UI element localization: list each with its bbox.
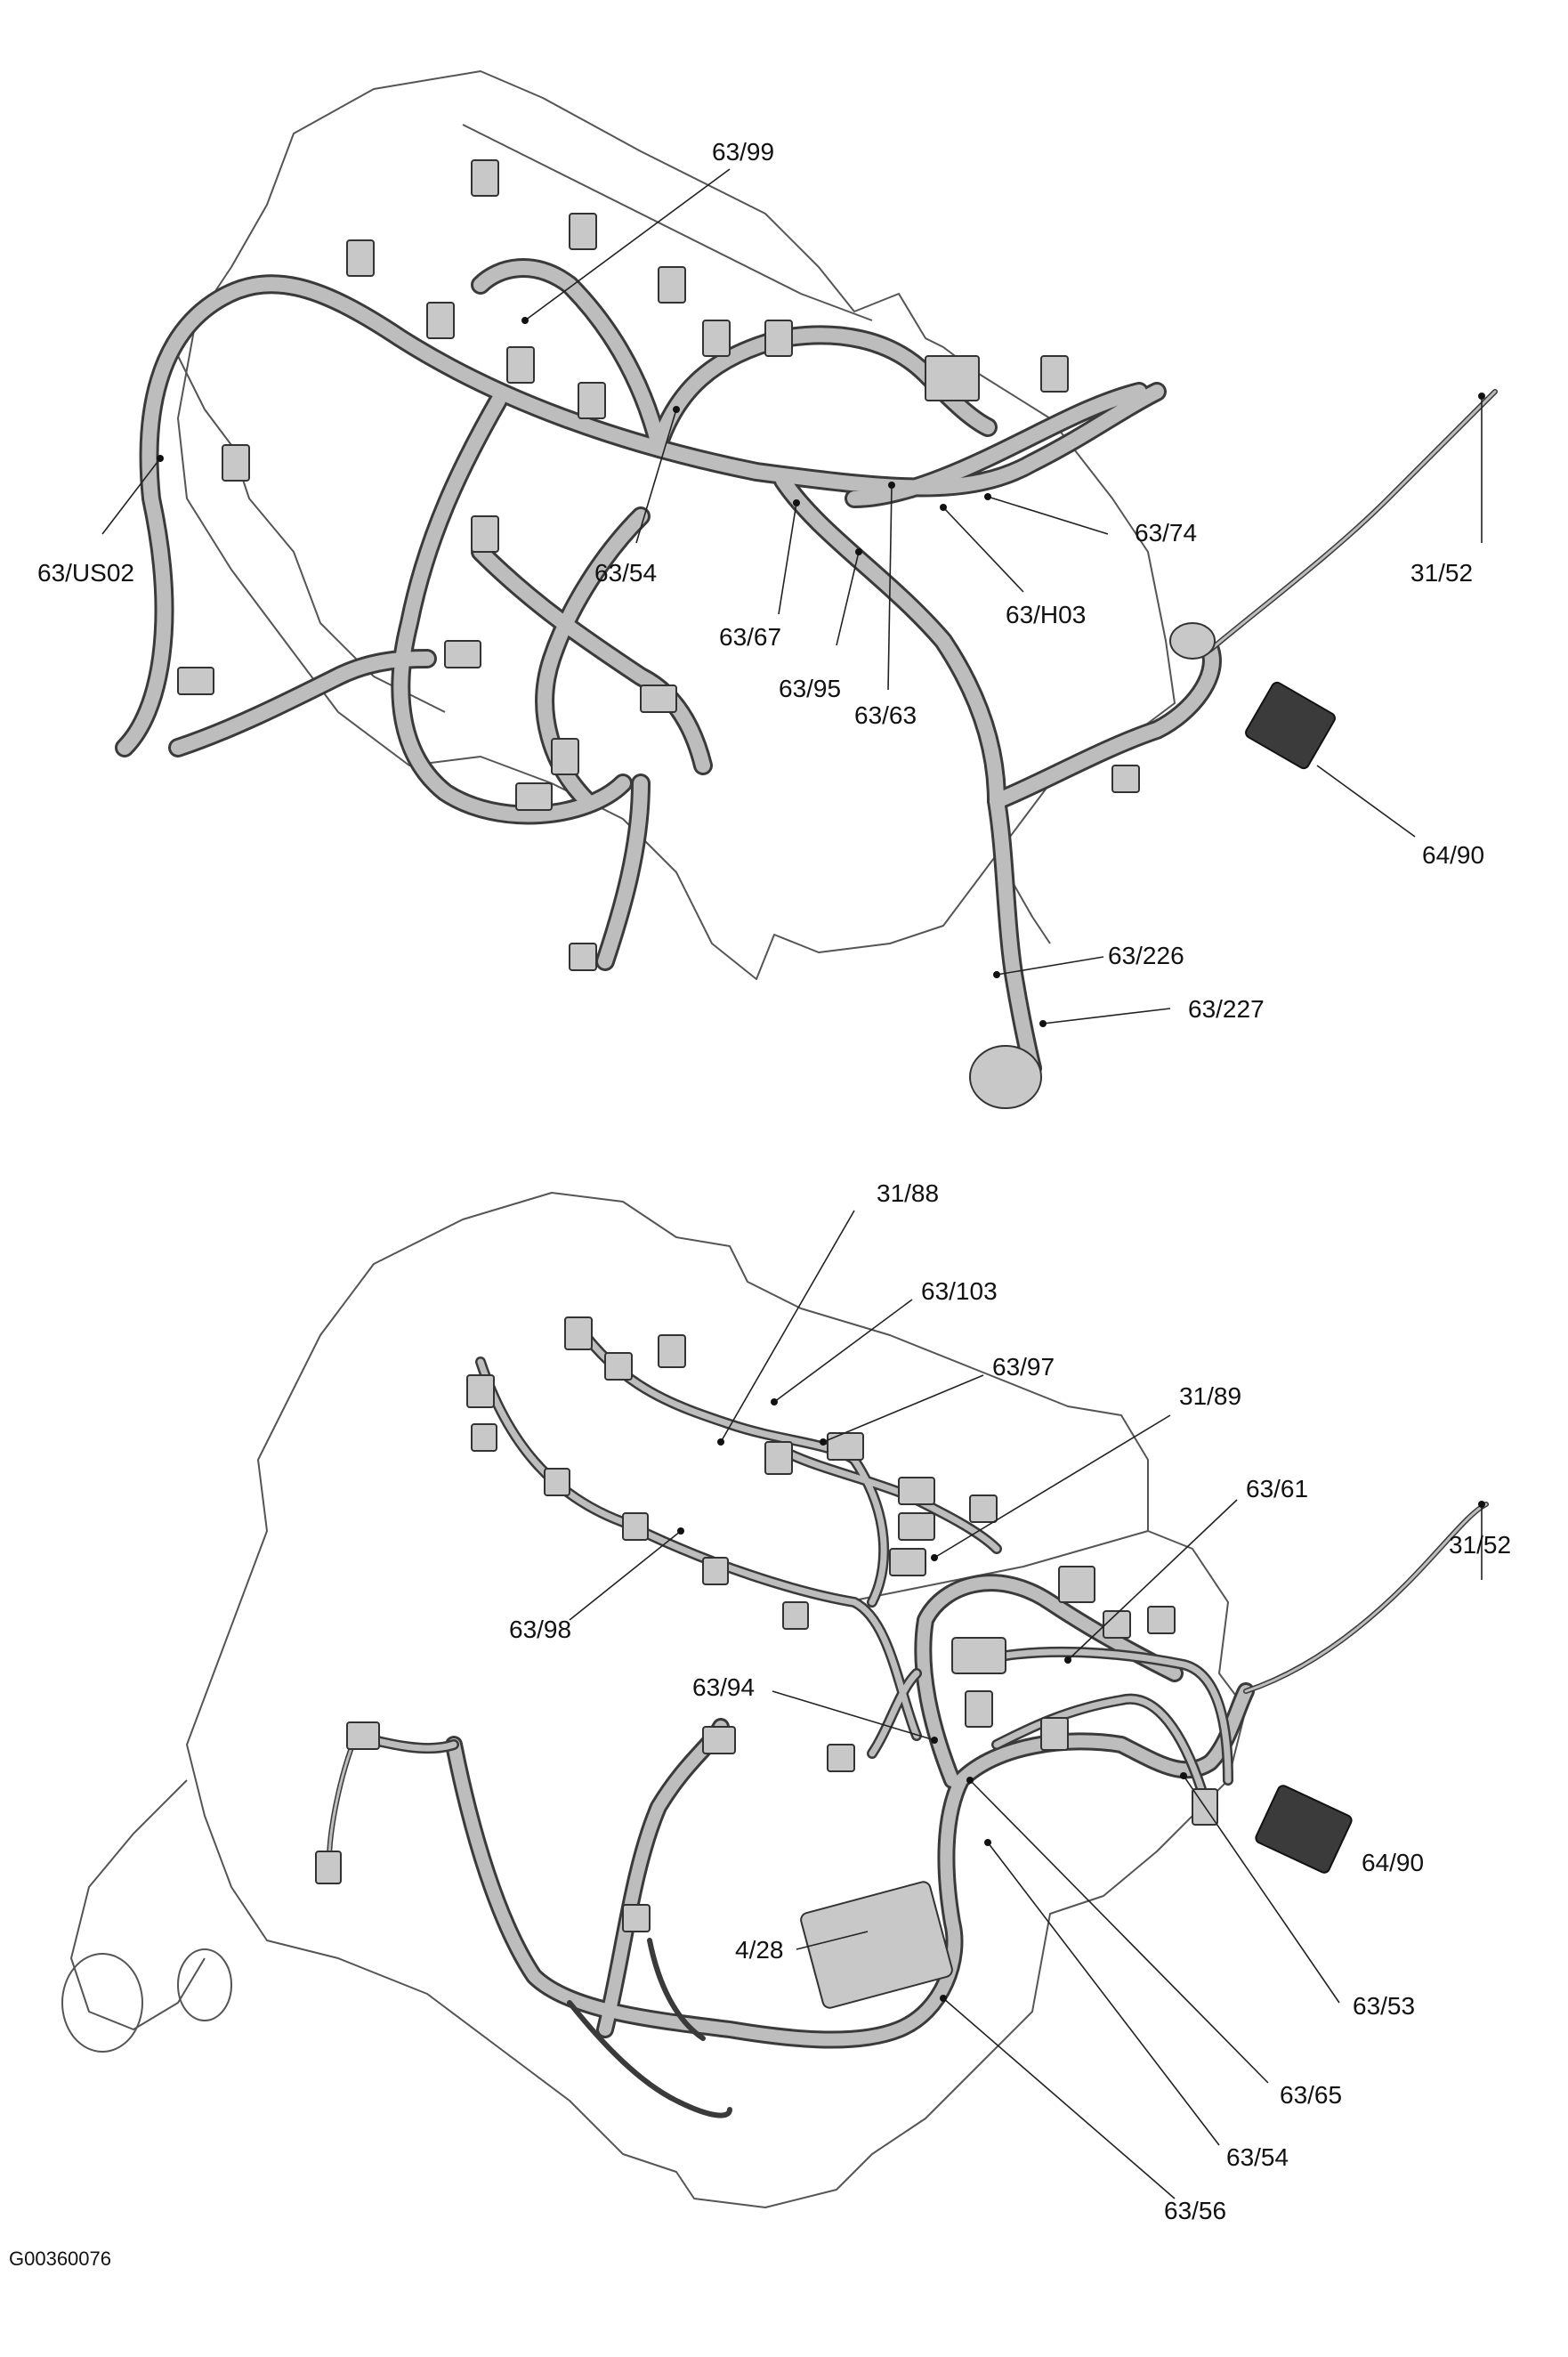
- callout-64-90-top: 64/90: [1422, 841, 1484, 869]
- callout-4-28: 4/28: [735, 1936, 784, 1964]
- callout-31-52-top: 31/52: [1410, 559, 1473, 587]
- callout-63-95: 63/95: [779, 675, 841, 702]
- callouts-top: 63/99 63/US02 63/54 63/67 63/95 63/63 63…: [37, 138, 1485, 1027]
- callouts-bottom: 31/88 63/103 63/97 31/89 63/61 31/52 63/…: [509, 1179, 1511, 2224]
- callout-63-61: 63/61: [1246, 1475, 1308, 1502]
- callout-63-67: 63/67: [719, 623, 781, 651]
- callout-63-227: 63/227: [1188, 995, 1265, 1023]
- callout-63-54: 63/54: [594, 559, 657, 587]
- callout-63-63: 63/63: [854, 701, 917, 729]
- figure-id: G00360076: [9, 2248, 111, 2270]
- harness-top: [115, 258, 1498, 1078]
- callout-63-226: 63/226: [1108, 942, 1184, 969]
- engine-outline-top: [177, 70, 1176, 980]
- callout-63-US02: 63/US02: [37, 559, 134, 587]
- callout-63-98: 63/98: [509, 1616, 571, 1643]
- callout-31-52-bottom: 31/52: [1449, 1531, 1511, 1559]
- top-view: 63/99 63/US02 63/54 63/67 63/95 63/63 63…: [37, 70, 1498, 1109]
- callout-63-56: 63/56: [1164, 2197, 1226, 2224]
- connectors-top: [177, 159, 1336, 1109]
- callout-63-94: 63/94: [692, 1673, 755, 1701]
- callout-63-99: 63/99: [712, 138, 774, 166]
- callout-63-53: 63/53: [1353, 1992, 1415, 2020]
- callout-63-74: 63/74: [1135, 519, 1197, 547]
- connectors-bottom: [315, 1316, 1353, 2009]
- bottom-view: 31/88 63/103 63/97 31/89 63/61 31/52 63/…: [61, 1179, 1511, 2224]
- harness-bottom: [327, 1321, 1489, 2118]
- callout-63-54-bottom: 63/54: [1226, 2143, 1289, 2171]
- callout-63-65: 63/65: [1280, 2081, 1342, 2109]
- callout-63-103: 63/103: [921, 1277, 998, 1305]
- engine-outline-bottom: [61, 1192, 1247, 2208]
- callout-31-89: 31/89: [1179, 1382, 1241, 1410]
- callout-63-H03: 63/H03: [1006, 601, 1086, 628]
- callout-63-97: 63/97: [992, 1353, 1055, 1381]
- callout-31-88: 31/88: [877, 1179, 939, 1207]
- callout-64-90-bottom: 64/90: [1362, 1849, 1424, 1876]
